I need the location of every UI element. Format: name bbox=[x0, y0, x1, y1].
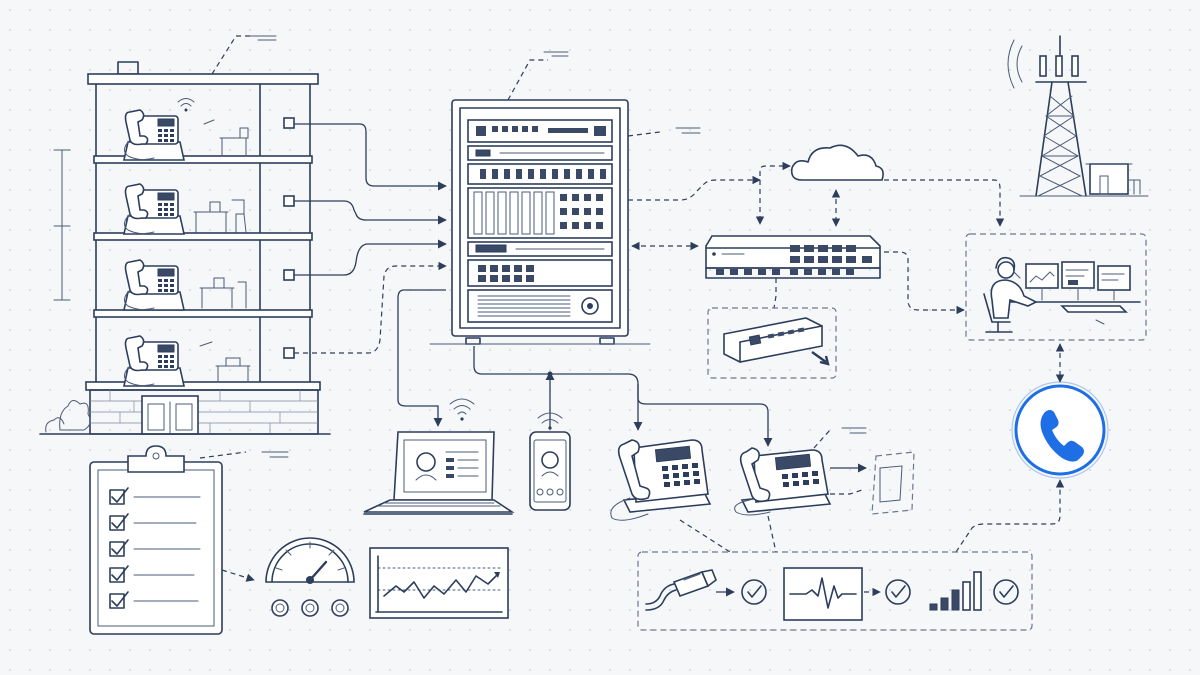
smartphone bbox=[529, 412, 571, 511]
desk-phone bbox=[123, 183, 185, 235]
operator-workstation bbox=[965, 233, 1147, 341]
check-icon bbox=[741, 579, 767, 605]
laptop bbox=[363, 398, 515, 515]
clipboard-checklist bbox=[89, 445, 289, 635]
floor-4 bbox=[123, 335, 295, 387]
wifi-icon bbox=[177, 98, 195, 112]
office-building bbox=[39, 35, 331, 435]
cell-tower bbox=[1007, 35, 1149, 197]
cloud-links bbox=[628, 161, 1005, 227]
call-icon[interactable] bbox=[1011, 381, 1109, 479]
desk-phone bbox=[123, 109, 185, 161]
waveform-icon bbox=[783, 567, 863, 621]
check-icon bbox=[885, 579, 911, 605]
cloud-icon bbox=[790, 144, 884, 181]
gauge-meter bbox=[265, 537, 355, 617]
server-rack bbox=[429, 51, 701, 345]
desk-phone bbox=[123, 259, 185, 311]
rack-device-links bbox=[397, 289, 773, 447]
cable-connector bbox=[645, 569, 717, 611]
building-links bbox=[294, 123, 447, 354]
floor-1 bbox=[123, 98, 295, 161]
wifi-icon bbox=[537, 412, 563, 430]
ip-desk-phone-1 bbox=[610, 439, 712, 521]
wall-plate bbox=[871, 451, 915, 515]
checklist-items bbox=[109, 487, 201, 609]
signal-bars-icon bbox=[929, 571, 982, 611]
desk bbox=[193, 199, 247, 233]
network-switch bbox=[705, 235, 881, 279]
clipboard-gauge-link bbox=[221, 569, 255, 582]
desk bbox=[215, 357, 251, 383]
line-chart bbox=[369, 547, 509, 619]
check-icon bbox=[993, 579, 1019, 605]
floor-2 bbox=[123, 183, 295, 235]
test-sequence-panel bbox=[637, 515, 1033, 631]
wifi-icon bbox=[449, 398, 475, 421]
desk bbox=[199, 277, 247, 309]
desk bbox=[219, 127, 249, 157]
call-test-link bbox=[955, 479, 1065, 553]
ip-desk-phone-2 bbox=[734, 427, 867, 516]
desk-phone bbox=[123, 335, 185, 387]
floor-3 bbox=[123, 259, 295, 311]
power-supply-module bbox=[707, 307, 837, 379]
switch-links bbox=[631, 241, 965, 315]
